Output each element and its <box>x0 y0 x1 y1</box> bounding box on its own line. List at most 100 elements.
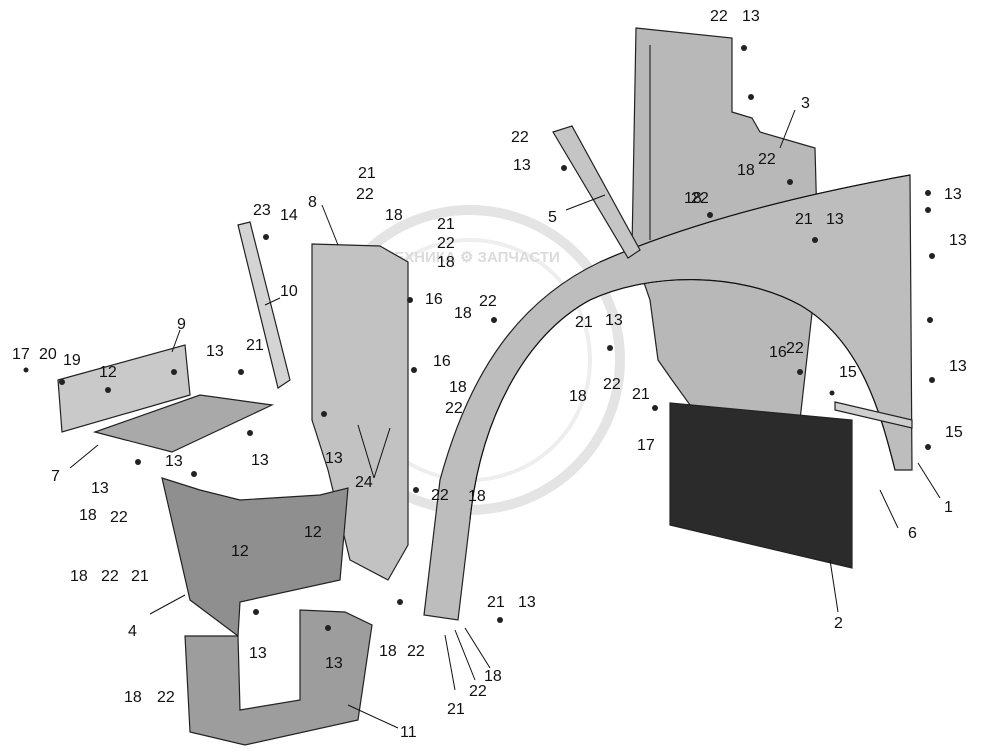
bolt-icon <box>411 367 417 373</box>
callout-21b: 21 <box>437 216 455 233</box>
bolt-icon <box>497 617 503 623</box>
callout-22g: 22 <box>479 293 497 310</box>
part-5-bracket <box>552 125 641 259</box>
part-6-strip <box>834 401 913 429</box>
bolt-icon <box>413 487 419 493</box>
bolt-icon <box>929 253 935 259</box>
bolt-icon <box>561 165 567 171</box>
callout-18d: 18 <box>437 254 455 271</box>
callout-3: 3 <box>801 95 810 112</box>
bolt-icon <box>925 207 931 213</box>
callout-13m: 13 <box>249 645 267 662</box>
part-9-bracket-plate <box>57 344 191 433</box>
callout-22i: 22 <box>603 376 621 393</box>
callout-22p: 22 <box>157 689 175 706</box>
bolt-icon <box>707 212 713 218</box>
part-2-mud-flap <box>669 402 853 569</box>
bolt-icon <box>748 94 754 100</box>
bolt-icon <box>925 190 931 196</box>
bolt-icon <box>797 369 803 375</box>
callout-22h: 22 <box>786 340 804 357</box>
bolt-icon <box>927 317 933 323</box>
callout-13n: 13 <box>325 655 343 672</box>
callout-21i: 21 <box>447 701 465 718</box>
callout-22m: 22 <box>101 568 119 585</box>
callout-18m: 18 <box>124 689 142 706</box>
callout-21g: 21 <box>131 568 149 585</box>
bolt-icon <box>263 234 269 240</box>
part-11-lower-step <box>184 609 373 746</box>
callout-12a: 12 <box>99 364 117 381</box>
callout-13o: 13 <box>518 594 536 611</box>
callout-10: 10 <box>280 283 298 300</box>
callout-15b: 15 <box>945 424 963 441</box>
callout-13c: 13 <box>944 186 962 203</box>
part-4-step-bracket <box>161 477 349 638</box>
callout-18c: 18 <box>385 207 403 224</box>
bolt-icon <box>247 430 253 436</box>
callout-18b: 18 <box>684 190 702 207</box>
bolt-icon <box>929 377 935 383</box>
callout-labels: 1 2 3 4 5 6 7 8 9 10 11 12 12 12 13 13 1… <box>12 8 967 741</box>
callout-21e: 21 <box>575 314 593 331</box>
callout-21a: 21 <box>358 165 376 182</box>
callout-22f: 22 <box>437 235 455 252</box>
callout-16b: 16 <box>433 353 451 370</box>
callout-18e: 18 <box>454 305 472 322</box>
leader-lines <box>69 109 941 729</box>
callout-14: 14 <box>280 207 298 224</box>
callout-13e: 13 <box>826 211 844 228</box>
callout-13g: 13 <box>949 358 967 375</box>
part-1-fender-inner-edge <box>469 279 896 521</box>
callout-22c: 22 <box>758 151 776 168</box>
bolt-icon <box>741 45 747 51</box>
callout-7: 7 <box>51 468 60 485</box>
callout-2: 2 <box>834 615 843 632</box>
callout-13l: 13 <box>325 450 343 467</box>
callout-18l: 18 <box>484 668 502 685</box>
bolt-icon <box>253 609 259 615</box>
callout-1: 1 <box>944 499 953 516</box>
bolt-icon <box>407 297 413 303</box>
callout-15a: 15 <box>839 364 857 381</box>
bolt-icon <box>171 369 177 375</box>
callout-13d: 13 <box>949 232 967 249</box>
callout-21h: 21 <box>487 594 505 611</box>
callout-17a: 17 <box>12 346 30 363</box>
callout-13i: 13 <box>165 453 183 470</box>
bolt-icon <box>652 405 658 411</box>
callout-18h: 18 <box>468 488 486 505</box>
bolt-icon <box>491 317 497 323</box>
callout-22n: 22 <box>407 643 425 660</box>
callout-18f: 18 <box>449 379 467 396</box>
fasteners <box>23 45 935 631</box>
callout-18g: 18 <box>569 388 587 405</box>
bolt-icon <box>238 369 244 375</box>
callout-21d: 21 <box>795 211 813 228</box>
bolt-icon <box>23 367 29 373</box>
callout-22k: 22 <box>431 487 449 504</box>
callout-21f: 21 <box>632 386 650 403</box>
bolt-icon <box>135 459 141 465</box>
callout-16c: 16 <box>769 344 787 361</box>
callout-22e: 22 <box>356 186 374 203</box>
part-10-vertical-strip <box>237 221 291 389</box>
callout-23: 23 <box>253 202 271 219</box>
callout-18j: 18 <box>70 568 88 585</box>
bolt-icon <box>59 379 65 385</box>
callout-21c: 21 <box>246 337 264 354</box>
bolt-icon <box>787 179 793 185</box>
bolt-icon <box>191 471 197 477</box>
callout-4: 4 <box>128 623 137 640</box>
bolt-icon <box>812 237 818 243</box>
callout-12b: 12 <box>231 543 249 560</box>
callout-8: 8 <box>308 194 317 211</box>
bolt-icon <box>105 387 111 393</box>
callout-13h: 13 <box>206 343 224 360</box>
callout-20: 20 <box>39 346 57 363</box>
callout-13j: 13 <box>251 452 269 469</box>
callout-22l: 22 <box>110 509 128 526</box>
callout-24: 24 <box>355 474 373 491</box>
bolt-icon <box>829 390 835 396</box>
